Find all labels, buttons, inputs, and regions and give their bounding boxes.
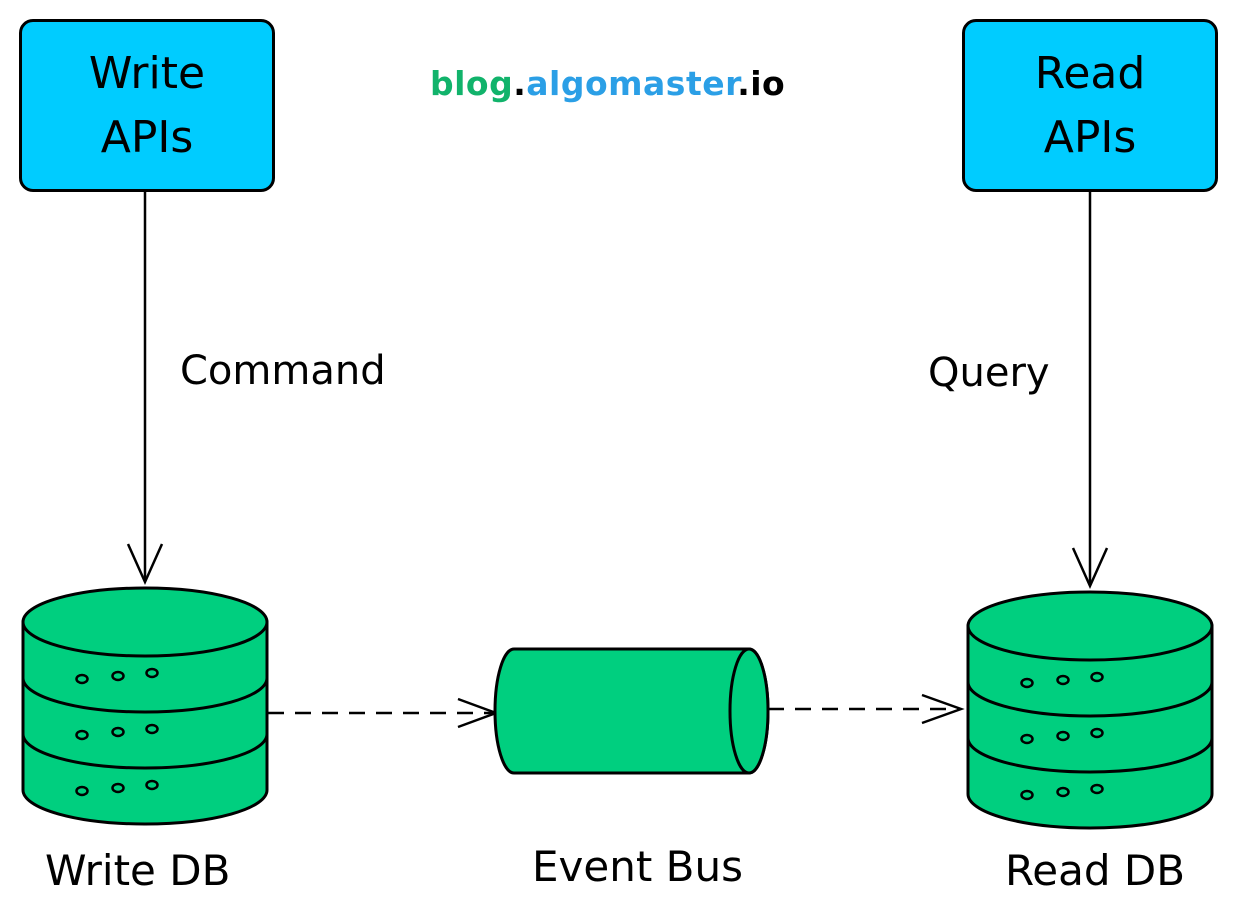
db-indicator-light: [1056, 674, 1070, 686]
read-apis-box: Read APIs: [962, 19, 1218, 192]
db-indicator-light: [1090, 783, 1104, 795]
db-indicator-light: [145, 667, 159, 679]
db-indicator-light: [75, 785, 89, 797]
edge-label-query: Query: [928, 350, 1050, 396]
db-indicator-light: [1090, 727, 1104, 739]
event-bus-label: Event Bus: [532, 842, 743, 891]
watermark: blog.algomaster.io: [430, 64, 785, 103]
db-indicator-light: [1056, 730, 1070, 742]
watermark-part-io: .io: [737, 64, 786, 103]
db-band-divider: [966, 737, 1214, 774]
db-indicator-light: [145, 779, 159, 791]
read-db-label: Read DB: [1005, 846, 1186, 895]
watermark-part-dot: .: [513, 64, 527, 103]
db-indicator-light: [111, 726, 125, 738]
db-indicator-light: [1020, 789, 1034, 801]
db-indicator-light: [111, 782, 125, 794]
db-indicator-light: [1020, 733, 1034, 745]
edge-command: [126, 192, 164, 586]
watermark-part-algomaster: algomaster: [526, 64, 738, 103]
write-apis-line-2: APIs: [100, 111, 194, 163]
read-apis-line-2: APIs: [1043, 111, 1137, 163]
write-db-cylinder-icon: [21, 586, 269, 826]
db-top: [966, 590, 1214, 662]
db-indicator-light: [145, 723, 159, 735]
db-band-divider: [21, 733, 269, 770]
db-band-divider: [966, 681, 1214, 718]
write-apis-line-1: Write: [88, 47, 206, 99]
db-band-divider: [21, 677, 269, 714]
db-indicator-light: [75, 729, 89, 741]
write-apis-box: Write APIs: [19, 19, 275, 192]
event-bus-queue-icon: [493, 647, 770, 775]
write-db-label: Write DB: [45, 846, 231, 895]
edge-label-command: Command: [180, 348, 386, 394]
edge-query: [1071, 192, 1109, 590]
db-indicator-light: [75, 673, 89, 685]
db-indicator-light: [1090, 671, 1104, 683]
db-body: [966, 624, 1214, 830]
db-body: [21, 620, 269, 826]
read-apis-line-1: Read: [1034, 47, 1146, 99]
read-db-cylinder-icon: [966, 590, 1214, 830]
db-indicator-light: [1020, 677, 1034, 689]
db-indicator-light: [111, 670, 125, 682]
edge-event-bus-to-read-db: [768, 693, 965, 725]
edge-write-db-to-event-bus: [268, 697, 500, 729]
watermark-part-blog: blog: [430, 64, 514, 103]
db-top: [21, 586, 269, 658]
db-indicator-light: [1056, 786, 1070, 798]
